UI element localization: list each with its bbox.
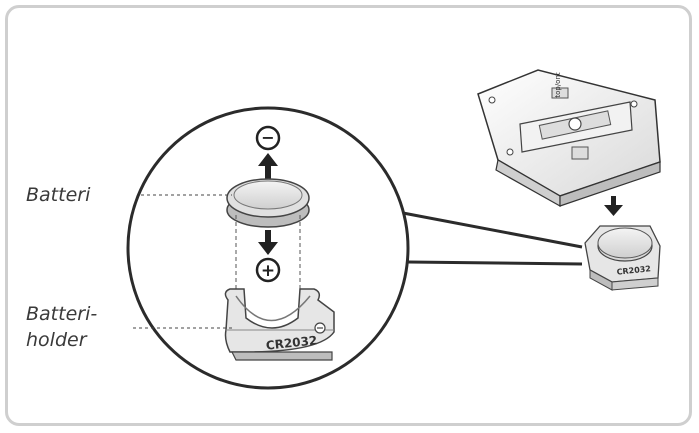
projection-lines bbox=[235, 215, 301, 300]
device-unit: top/ont bbox=[477, 69, 661, 208]
callout-line-bottom bbox=[407, 260, 583, 266]
plus-icon: + bbox=[255, 257, 281, 283]
callout-line-top bbox=[402, 211, 583, 249]
minus-icon: − bbox=[255, 125, 281, 151]
battery-label: Batteri bbox=[26, 184, 91, 206]
svg-text:+: + bbox=[261, 261, 275, 281]
coin-battery bbox=[226, 178, 310, 228]
arrow-down-icon bbox=[258, 230, 278, 255]
holder-label-line1: Batteri- bbox=[26, 303, 98, 325]
holder-label-line2: holder bbox=[26, 329, 87, 351]
insert-arrow-icon bbox=[604, 196, 623, 216]
holder-marking-detail: CR2032 bbox=[265, 333, 318, 352]
arrow-up-icon bbox=[258, 153, 278, 180]
svg-text:−: − bbox=[261, 128, 274, 147]
holder-marking-small: CR2032 bbox=[616, 264, 651, 277]
device-tag: top/ont bbox=[554, 72, 562, 98]
battery-holder-detail: CR2032 bbox=[224, 288, 335, 361]
battery-holder-small: CR2032 bbox=[584, 225, 661, 291]
